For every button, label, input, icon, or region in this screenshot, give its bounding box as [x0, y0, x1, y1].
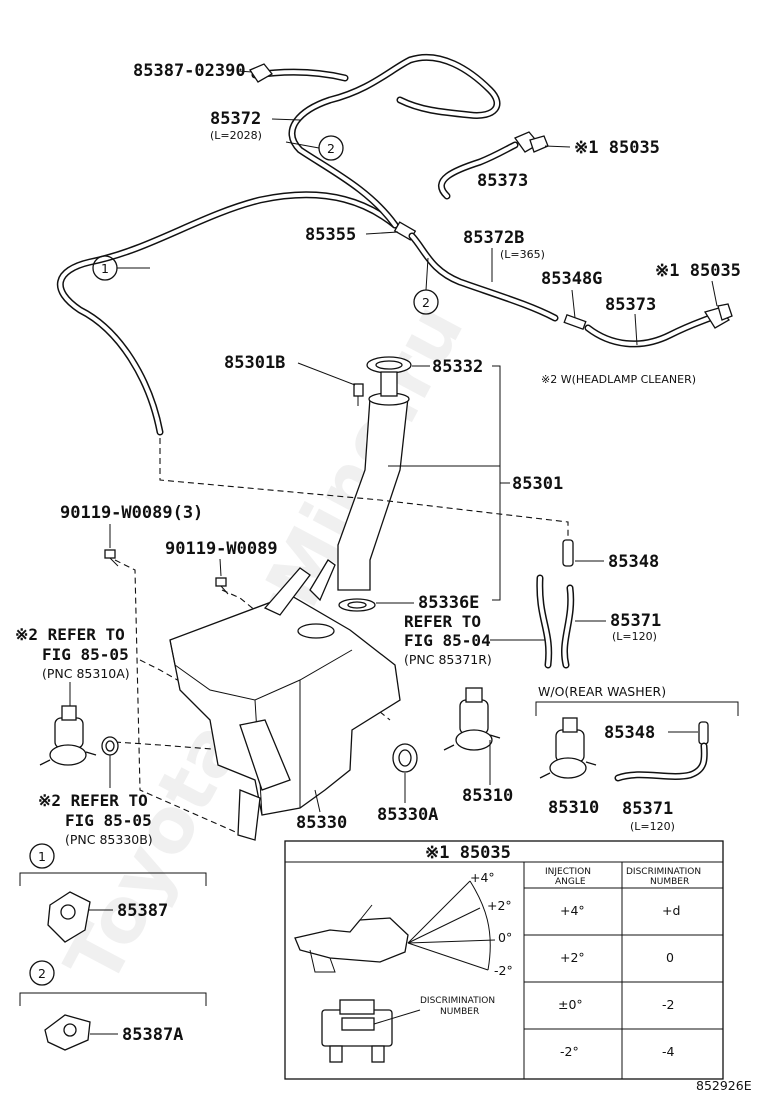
- label-85371-rear: 85371: [622, 799, 673, 819]
- disc-label-2: NUMBER: [440, 1007, 479, 1017]
- washer-tank-85330[interactable]: [169, 559, 401, 841]
- marker-2-hose-b: 2: [413, 257, 439, 315]
- label-85373-a: 85373: [477, 171, 528, 191]
- label-85301: 85301: [512, 474, 563, 494]
- inset-1: 1 85387: [19, 843, 207, 943]
- fan-label-0: 0°: [498, 930, 512, 945]
- row-number-4: -4: [662, 1044, 675, 1059]
- fan-label-plus2: +2°: [487, 898, 512, 913]
- svg-text:1: 1: [38, 849, 46, 864]
- label-90119-w0089-3: 90119-W0089(3): [60, 503, 203, 523]
- label-85035-b: ※1 85035: [655, 261, 741, 281]
- svg-text:2: 2: [327, 141, 335, 156]
- discrimination-connector: [321, 999, 393, 1063]
- detail-box-85035: ※1 85035 INJECTION ANGLE DISCRIMINATION …: [284, 840, 724, 1080]
- label-85310-center: 85310: [462, 786, 513, 806]
- joint-85348-rear[interactable]: [698, 721, 709, 745]
- clip-85387[interactable]: [47, 891, 91, 943]
- cap-85332[interactable]: [366, 356, 412, 397]
- label-85371-upper: 85371: [610, 611, 661, 631]
- marker-2-hose-a: 2: [285, 135, 344, 161]
- label-85332: 85332: [432, 357, 483, 377]
- label-85330: 85330: [296, 813, 347, 833]
- pump-85310A-ref[interactable]: [39, 682, 97, 766]
- label-85372B: 85372B: [463, 228, 524, 248]
- bolt-90119-w0089-3[interactable]: [104, 549, 119, 567]
- label-85373-b: 85373: [605, 295, 656, 315]
- label-85348G: 85348G: [541, 269, 602, 289]
- note-refer-1b: FIG 85-05: [42, 645, 129, 664]
- row-angle-3: ±0°: [558, 997, 583, 1012]
- note-headlamp-cleaner: ※2 W(HEADLAMP CLEANER): [541, 373, 696, 386]
- hose-85373-lower[interactable]: [584, 303, 733, 348]
- hose-85372B[interactable]: [408, 232, 559, 322]
- note-refer-3a: ※2 REFER TO: [38, 791, 148, 810]
- label-85371-rear-length: (L=120): [630, 820, 675, 833]
- clip-85387A[interactable]: [44, 1014, 91, 1051]
- col-header-angle-2: ANGLE: [555, 877, 586, 887]
- label-85387-02390: 85387-02390: [133, 61, 246, 81]
- note-refer-1a: ※2 REFER TO: [15, 625, 125, 644]
- svg-text:2: 2: [422, 295, 430, 310]
- label-85372B-length: (L=365): [500, 248, 545, 261]
- grommet-85330B-ref[interactable]: [101, 736, 119, 788]
- clip-85387-02390[interactable]: [249, 63, 273, 83]
- row-number-1: +d: [662, 903, 680, 918]
- figure-id: 852926E: [696, 1078, 752, 1093]
- detail-box-title: ※1 85035: [425, 843, 511, 863]
- bolt-90119-w0089[interactable]: [215, 577, 229, 595]
- disc-label-1: DISCRIMINATION: [420, 996, 495, 1006]
- joint-85348G[interactable]: [563, 313, 587, 331]
- label-85330A: 85330A: [377, 805, 438, 825]
- label-85301B: 85301B: [224, 353, 285, 373]
- svg-text:1: 1: [101, 261, 109, 276]
- screw-85301B[interactable]: [353, 383, 364, 406]
- hose-85373-upper[interactable]: [438, 131, 549, 200]
- hose-85371-upper[interactable]: [536, 574, 575, 669]
- grommet-85336E[interactable]: [338, 598, 376, 612]
- note-refer-2b: FIG 85-04: [404, 631, 491, 650]
- note-refer-1c: (PNC 85310A): [42, 666, 130, 681]
- label-90119-w0089: 90119-W0089: [165, 539, 278, 559]
- main-hose-85372[interactable]: [56, 53, 501, 436]
- label-85348-rear: 85348: [604, 723, 655, 743]
- label-85371-upper-length: (L=120): [612, 630, 657, 643]
- label-85035-a: ※1 85035: [574, 138, 660, 158]
- label-85355: 85355: [305, 225, 356, 245]
- marker-1-hose: 1: [92, 255, 150, 281]
- row-number-2: 0: [666, 950, 674, 965]
- label-85348-upper: 85348: [608, 552, 659, 572]
- fan-label-plus4: +4°: [470, 870, 495, 885]
- joint-85348-upper[interactable]: [562, 539, 574, 567]
- row-number-3: -2: [662, 997, 674, 1012]
- note-refer-3b: FIG 85-05: [65, 811, 152, 830]
- note-refer-2a: REFER TO: [404, 612, 481, 631]
- grommet-85330A[interactable]: [392, 743, 418, 773]
- label-85387: 85387: [117, 901, 168, 921]
- nozzle-drawing: [294, 904, 409, 973]
- pump-85310-rear[interactable]: [539, 717, 597, 779]
- label-85310-rear: 85310: [548, 798, 599, 818]
- col-header-angle-1: INJECTION: [545, 867, 591, 877]
- row-angle-2: +2°: [560, 950, 585, 965]
- pump-85310-center[interactable]: [443, 687, 501, 751]
- hose-85371-rear[interactable]: [614, 742, 708, 782]
- note-rear-washer: W/O(REAR WASHER): [538, 684, 666, 699]
- row-angle-1: +4°: [560, 903, 585, 918]
- inset-2: 2 85387A: [19, 960, 207, 1051]
- label-85372: 85372: [210, 109, 261, 129]
- col-header-number-2: NUMBER: [650, 877, 689, 887]
- note-refer-3c: (PNC 85330B): [65, 832, 153, 847]
- svg-text:2: 2: [38, 966, 46, 981]
- note-refer-2c: (PNC 85371R): [404, 652, 492, 667]
- label-85372-length: (L=2028): [210, 129, 262, 142]
- col-header-number-1: DISCRIMINATION: [626, 867, 701, 877]
- fan-label-minus2: -2°: [494, 963, 513, 978]
- label-85336E: 85336E: [418, 593, 479, 613]
- label-85387A: 85387A: [122, 1025, 183, 1045]
- row-angle-4: -2°: [560, 1044, 579, 1059]
